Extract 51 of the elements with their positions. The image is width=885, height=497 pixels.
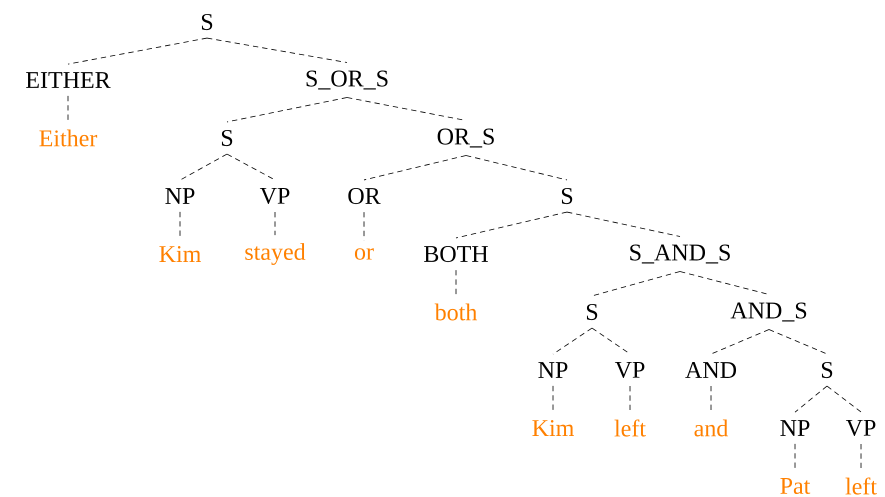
tree-branch <box>768 329 828 354</box>
category-label: BOTH <box>424 246 488 262</box>
tree-branch <box>794 443 796 470</box>
category-label: OR <box>348 188 381 204</box>
tree-branch <box>566 212 680 237</box>
category-label: S <box>822 362 832 378</box>
category-label: VP <box>260 188 290 204</box>
tree-branch <box>226 154 276 180</box>
category-label: OR_S <box>438 128 494 148</box>
word-label: Kim <box>532 420 574 436</box>
tree-branch <box>466 155 568 180</box>
tree-branch <box>592 328 630 354</box>
tree-branch <box>552 385 554 412</box>
tree-branch <box>364 155 466 180</box>
word-label: left <box>846 477 877 495</box>
category-label: S <box>202 14 212 30</box>
tree-branch <box>710 386 712 412</box>
category-label: S <box>562 188 572 204</box>
word-label: both <box>434 304 478 320</box>
word-label: stayed <box>245 243 306 265</box>
word-label: Either <box>39 130 98 146</box>
tree-branch <box>826 386 862 412</box>
word-label: and <box>694 420 728 436</box>
word-label: Pat <box>780 478 810 494</box>
category-label: S_OR_S <box>306 70 388 90</box>
tree-branch <box>680 271 770 295</box>
word-label: left <box>614 419 646 437</box>
category-label: VP <box>614 362 644 378</box>
tree-branch <box>68 38 208 65</box>
category-label: S_AND_S <box>630 244 730 264</box>
category-label: AND_S <box>730 302 806 322</box>
category-label: S <box>222 130 232 146</box>
tree-branch <box>592 271 680 296</box>
category-label: EITHER <box>26 72 111 88</box>
tree-branch <box>710 329 770 354</box>
tree-branch <box>180 154 228 181</box>
tree-branch <box>860 444 862 470</box>
category-label: S <box>586 304 598 320</box>
tree-branch <box>226 97 348 122</box>
category-label: NP <box>780 420 810 436</box>
word-label: or <box>354 248 374 260</box>
category-label: VP <box>846 420 876 436</box>
category-label: NP <box>538 362 568 378</box>
category-label: NP <box>165 188 194 204</box>
tree-branch <box>456 212 568 238</box>
word-label: Kim <box>159 246 201 262</box>
tree-branch <box>274 212 276 236</box>
category-label: AND <box>685 362 736 378</box>
tree-branch <box>552 328 592 355</box>
tree-branch <box>206 38 348 63</box>
tree-branch <box>794 386 828 413</box>
